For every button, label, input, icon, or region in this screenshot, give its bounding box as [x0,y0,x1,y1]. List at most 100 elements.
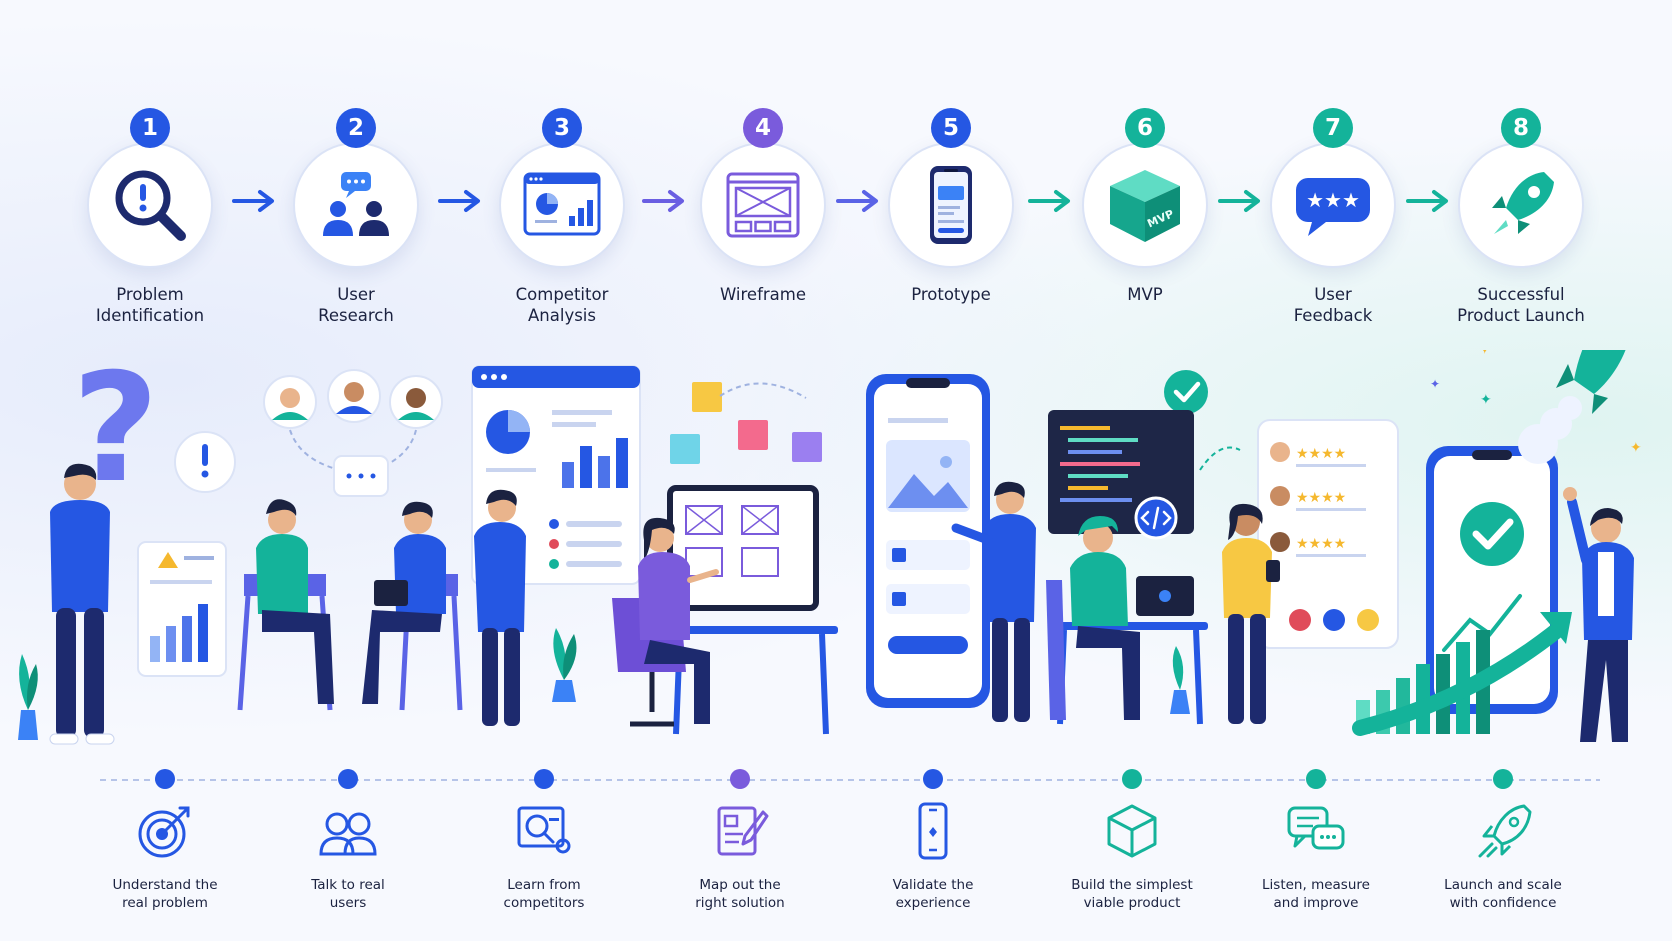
step-label: User Feedback [1293,285,1373,325]
footer-caption: Validate the experience [892,877,974,911]
phone-icon [918,802,948,860]
step-badge: 2 [336,108,376,148]
plant-pot [1170,690,1190,714]
footer-item-understand: Understand the real problem [75,800,255,912]
scene-competitor-analysis [471,365,641,726]
step-icon-circle [700,142,826,268]
timeline-dot [1122,769,1142,789]
review-card [1257,419,1399,649]
like-reaction-icon [1323,609,1345,631]
plant-pot [18,710,38,740]
svg-text:✦: ✦ [1630,440,1642,456]
target-icon [138,806,190,858]
scene-launch: ✦ ✦ ✦ ✦ [1352,350,1642,742]
timeline-dot [338,769,358,789]
step-label: MVP [1127,285,1163,304]
timeline-line [100,779,1600,781]
footer-item-learn: Learn from competitors [454,800,634,912]
step-competitor-analysis: 3 Competitor Analysis [472,108,652,326]
mvp-box-icon: MVP [1110,170,1180,242]
rating-bubble-icon: ★★★ [1296,178,1370,236]
step-user-feedback: 7 ★★★ User Feedback [1243,108,1423,326]
step-label: User Research [318,285,394,325]
footer-item-map: Map out the right solution [650,800,830,912]
desk [666,626,838,634]
svg-text:✦: ✦ [1430,377,1440,391]
svg-text:★★★: ★★★ [1306,188,1360,212]
journey-illustration: ? [18,350,1642,745]
arrow-right-icon [836,190,878,212]
timeline-dot [1493,769,1513,789]
step-wireframe: 4 Wireframe [673,108,853,305]
clipboard-icon [374,580,408,606]
step-label: Competitor Analysis [515,285,609,325]
phone-icon [1266,560,1280,582]
step-badge: 3 [542,108,582,148]
scene-user-feedback: ★★★★ ★★★★ ★★★★ [1222,419,1399,724]
arrow-right-icon [438,190,480,212]
footer-item-talk: Talk to real users [258,800,438,912]
step-icon-circle: ★★★ [1270,142,1396,268]
step-badge: 1 [130,108,170,148]
svg-text:★★★★: ★★★★ [1296,446,1346,462]
step-user-research: 2 User Research [266,108,446,326]
footer-caption: Launch and scale with confidence [1444,877,1562,911]
footer-item-launch: Launch and scale with confidence [1413,800,1593,912]
step-mvp: 6 MVP MVP [1055,108,1235,305]
scene-wireframe [612,382,838,735]
step-problem-identification: 1 Problem Identification [60,108,240,326]
step-label: Wireframe [719,285,807,304]
success-check-icon [1460,502,1524,566]
footer-caption: Build the simplest viable product [1071,877,1193,911]
svg-text:★★★★: ★★★★ [1296,536,1346,552]
step-badge: 8 [1501,108,1541,148]
smile-reaction-icon [1357,609,1379,631]
rocket-outline-icon [1478,804,1532,858]
sticky-note [738,420,768,450]
svg-text:★★★★: ★★★★ [1296,490,1346,506]
step-prototype: 5 Prototype [861,108,1041,305]
step-label: Problem Identification [95,285,205,325]
scene-mvp [1046,370,1241,725]
search-document-icon [517,806,571,854]
timeline-dot [155,769,175,789]
scene-user-research [237,369,463,711]
step-icon-circle [87,142,213,268]
check-icon [1164,370,1208,414]
phone-prototype-icon [930,166,972,244]
timeline-dot [534,769,554,789]
step-successful-product-launch: 8 Successful Product Launch [1431,108,1611,326]
timeline-dot [1306,769,1326,789]
footer-item-build: Build the simplest viable product [1042,800,1222,912]
chair [1046,580,1066,720]
timeline-dot [730,769,750,789]
footer-caption: Map out the right solution [695,877,785,911]
step-badge: 5 [931,108,971,148]
footer-caption: Understand the real problem [112,877,218,911]
scene-prototype [866,374,1036,722]
person-body [50,500,110,612]
users-icon [319,812,377,856]
step-badge: 7 [1313,108,1353,148]
arrow-right-icon [1028,190,1070,212]
scene-problem: ? [18,350,236,745]
svg-text:✦: ✦ [1478,350,1491,358]
step-icon-circle: MVP [1082,142,1208,268]
arrow-right-icon [642,190,684,212]
footer-item-listen: Listen, measure and improve [1226,800,1406,912]
rocket-icon [1492,172,1554,234]
arrow-right-icon [1218,190,1260,212]
growth-arrow [1352,620,1568,736]
rocket-icon [1574,350,1626,394]
sticky-note [792,432,822,462]
edit-document-icon [717,806,769,856]
timeline-dot [923,769,943,789]
sticky-note [692,382,722,412]
cube-icon [1107,804,1157,858]
svg-text:✦: ✦ [1480,392,1492,408]
step-badge: 4 [743,108,783,148]
footer-caption: Learn from competitors [503,877,585,911]
cta-button [888,636,968,654]
magnifier-exclamation-icon [115,170,186,241]
